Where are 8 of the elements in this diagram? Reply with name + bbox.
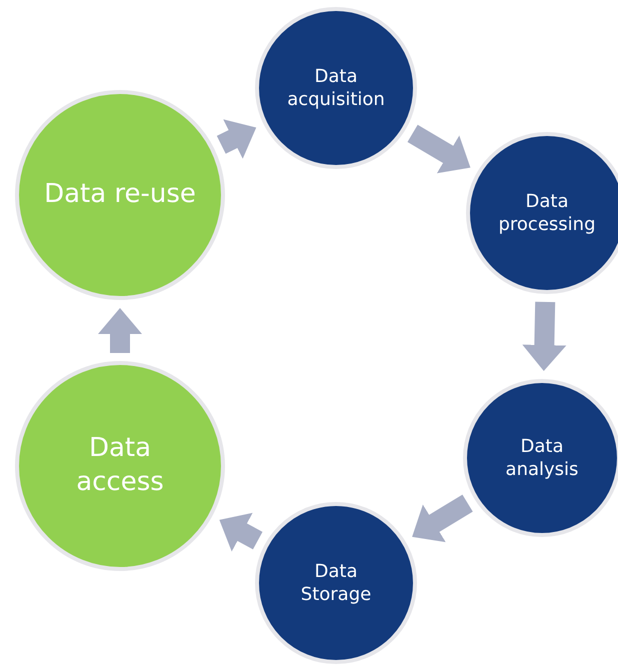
node-label: Data processing bbox=[497, 190, 596, 236]
node-label: Data Storage bbox=[300, 560, 372, 606]
block-arrow bbox=[522, 302, 566, 372]
node-label: Data analysis bbox=[504, 434, 580, 482]
node-label: Data access bbox=[75, 432, 165, 499]
node-label: Data acquisition bbox=[286, 64, 386, 112]
node-label: Data re-use bbox=[43, 178, 197, 212]
block-arrow bbox=[98, 308, 142, 353]
